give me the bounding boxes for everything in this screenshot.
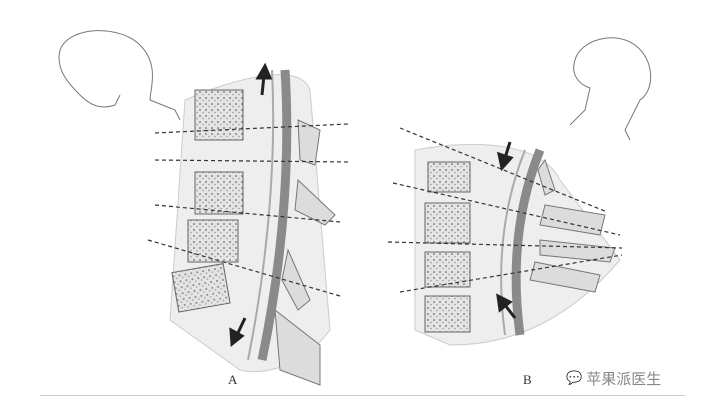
panel-a-illustration xyxy=(58,30,349,386)
vertebral-bodies xyxy=(171,89,244,313)
panel-label-a: A xyxy=(228,372,238,387)
arrow-down-icon xyxy=(496,141,514,172)
head-flexed xyxy=(58,30,181,121)
watermark-text: 苹果派医生 xyxy=(586,370,662,388)
vertebral-bodies xyxy=(424,161,471,333)
spinal-cord xyxy=(257,69,292,361)
bottom-divider xyxy=(40,395,685,396)
spinous-processes xyxy=(274,119,336,386)
panel-b-illustration xyxy=(387,37,652,346)
panel-label-b: B xyxy=(523,372,532,387)
dura xyxy=(247,69,275,361)
spinal-cord xyxy=(511,148,545,336)
arrow-down-icon xyxy=(229,317,247,347)
watermark: 💬 苹果派医生 xyxy=(566,368,661,389)
dashed-section-lines xyxy=(387,127,623,293)
arrow-up-icon xyxy=(255,62,273,96)
dashed-section-lines xyxy=(147,123,349,297)
head-extended xyxy=(569,37,652,141)
wechat-icon: 💬 xyxy=(566,371,583,386)
arrow-up-icon xyxy=(496,293,517,319)
spinous-processes xyxy=(529,158,616,293)
